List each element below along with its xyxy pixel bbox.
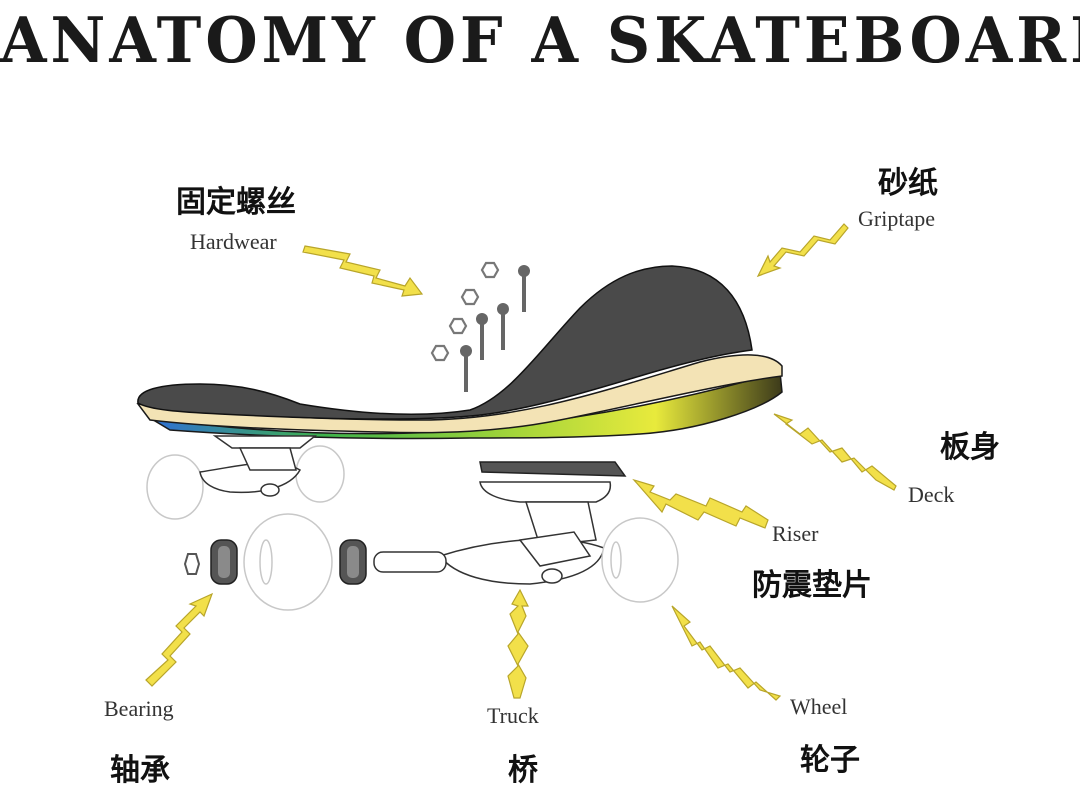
nut [480, 261, 500, 279]
nut [430, 344, 450, 362]
griptape-arrow [756, 223, 849, 278]
deck [136, 354, 783, 440]
bearing-arrow [145, 592, 214, 687]
bolt [476, 313, 488, 360]
deck-label: Deck [908, 482, 955, 507]
truck-arrow [507, 588, 529, 699]
griptape-label-zh: 砂纸 [878, 166, 938, 201]
bolt [518, 265, 530, 312]
page-title: ANATOMY OF A SKATEBOARD [0, 4, 1080, 78]
axle [373, 551, 447, 573]
nut [448, 317, 468, 335]
truck-label: Truck [487, 703, 539, 728]
griptape [137, 265, 753, 420]
hardwear-arrow [302, 245, 424, 297]
bolt [497, 303, 509, 350]
deck-arrow [773, 413, 897, 491]
bearing-2 [339, 539, 367, 585]
bearing-label-zh: 轴承 [110, 753, 170, 788]
riser [479, 461, 627, 477]
nut [460, 288, 480, 306]
riser-label-zh: 防震垫片 [752, 568, 872, 603]
axle-nut [183, 553, 201, 575]
riser-arrow [632, 478, 769, 529]
rear-wheel-right [295, 445, 345, 503]
bearing-label: Bearing [104, 696, 174, 721]
bolt [460, 345, 472, 392]
rear-truck [146, 435, 345, 520]
wheel-label: Wheel [790, 694, 848, 719]
riser-label: Riser [772, 521, 819, 546]
truck [373, 481, 627, 585]
wheel-label-zh: 轮子 [800, 743, 860, 778]
bearing [210, 539, 238, 585]
hardwear-label: Hardwear [190, 229, 277, 254]
wheel [601, 517, 679, 603]
hardware [430, 261, 530, 392]
griptape-label: Griptape [858, 206, 935, 231]
rear-wheel-left [146, 454, 204, 520]
truck-label-zh: 桥 [508, 753, 538, 788]
deck-label-zh: 板身 [940, 430, 1000, 465]
wheel-arrow [671, 605, 782, 701]
wheel-exploded [243, 513, 333, 611]
hardwear-label-zh: 固定螺丝 [176, 185, 296, 220]
